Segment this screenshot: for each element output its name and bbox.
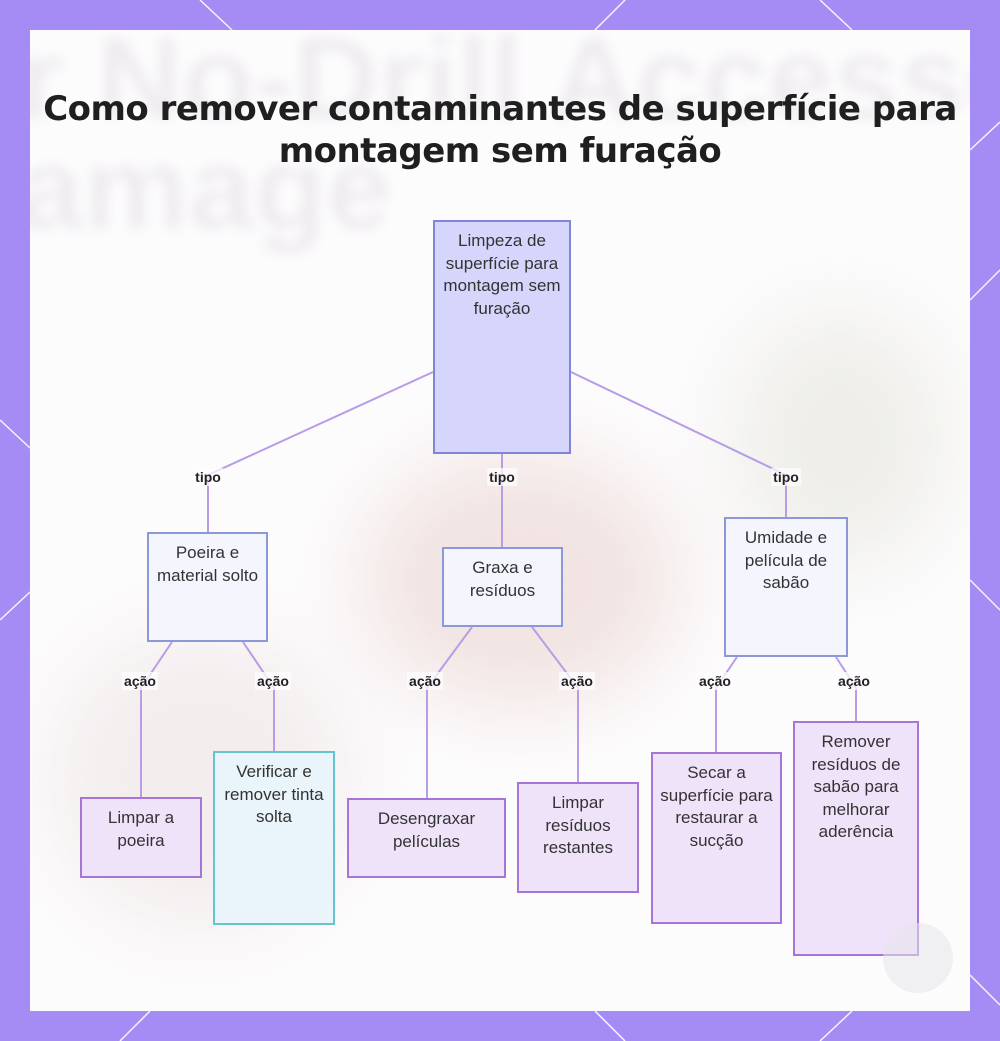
edge-label-type: tipo — [193, 468, 223, 486]
action-node-remove-soap: Remover resíduos de sabão para melhorar … — [793, 721, 919, 956]
edge-label-type: tipo — [487, 468, 517, 486]
edge-label-action: ação — [407, 672, 443, 690]
type-node-grease: Graxa e resíduos — [442, 547, 563, 627]
action-node-degrease: Desengraxar películas — [347, 798, 506, 878]
diagram-card: r No-Drill Accesso amage Como remover co… — [30, 30, 970, 1011]
action-node-clean-dust: Limpar a poeira — [80, 797, 202, 878]
edge-label-action: ação — [122, 672, 158, 690]
watermark-logo — [883, 923, 953, 993]
edge-label-action: ação — [255, 672, 291, 690]
page-title: Como remover contaminantes de superfície… — [43, 89, 957, 171]
edge-label-action: ação — [697, 672, 733, 690]
edge-dust-to-clean — [140, 641, 173, 797]
type-node-moisture: Umidade e película de sabão — [724, 517, 848, 657]
action-node-dry-surface: Secar a superfície para restaurar a sucç… — [651, 752, 782, 924]
edge-root-to-dust — [207, 371, 434, 532]
edge-grease-to-degrease — [426, 626, 473, 798]
edge-label-type: tipo — [771, 468, 801, 486]
background-watermark-text: r No-Drill Accesso amage — [30, 30, 970, 255]
edge-dust-to-paint — [242, 641, 275, 751]
action-node-clean-residue: Limpar resíduos restantes — [517, 782, 639, 893]
edge-root-to-moisture — [570, 371, 787, 517]
action-node-remove-paint: Verificar e remover tinta solta — [213, 751, 335, 925]
type-node-dust: Poeira e material solto — [147, 532, 268, 642]
edge-grease-to-residue — [531, 626, 579, 782]
root-node: Limpeza de superfície para montagem sem … — [433, 220, 571, 454]
edge-label-action: ação — [836, 672, 872, 690]
edge-label-action: ação — [559, 672, 595, 690]
